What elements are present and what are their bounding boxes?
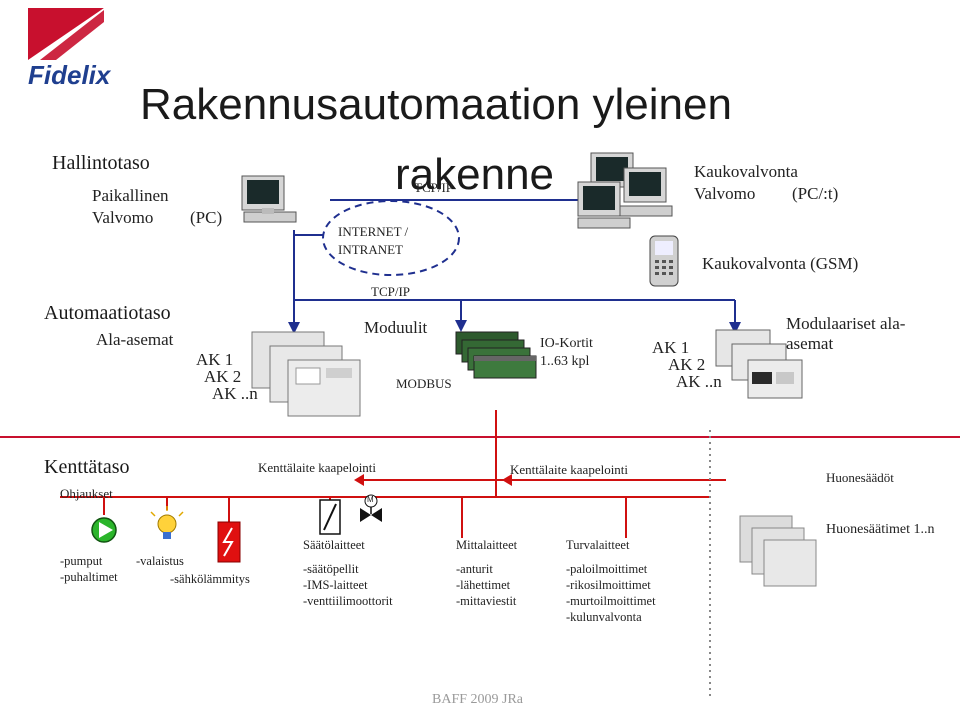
modules-label: Moduulit <box>364 318 428 337</box>
ak-left-n: AK ..n <box>212 384 258 403</box>
ak-right-1: AK 1 <box>652 338 690 357</box>
light-bulb-icon <box>150 506 184 539</box>
modular-substations-label-2: asemat <box>786 334 834 353</box>
io-count-label: 1..63 kpl <box>540 354 590 369</box>
level-field: Kenttätaso <box>44 456 130 478</box>
remote-station-label: Valvomo <box>694 184 756 203</box>
heater-icon <box>217 521 241 563</box>
lighting-label: -valaistus <box>136 554 184 568</box>
remote-pc-label: (PC/:t) <box>792 184 839 203</box>
page-title: Rakennusautomaation yleinen <box>140 80 732 129</box>
measuring-devices-item: -lähettimet <box>456 578 511 592</box>
control-devices-title: Säätölaitteet <box>303 538 365 552</box>
control-devices-item: -venttiilimoottorit <box>303 594 393 608</box>
security-devices-item: -paloilmoittimet <box>566 562 648 576</box>
security-devices-item: -kulunvalvonta <box>566 610 642 624</box>
heating-label: -sähkölämmitys <box>170 572 250 586</box>
room-controllers-label: Huonesäätimet 1..n <box>826 522 935 537</box>
local-station-label: Paikallinen <box>92 186 169 205</box>
internet-label: INTERNET / <box>338 224 409 239</box>
controller-icon <box>251 331 361 417</box>
local-pc-label: (PC) <box>190 208 223 227</box>
security-devices-title: Turvalaitteet <box>566 538 630 552</box>
logo-text: Fidelix <box>28 60 111 90</box>
control-devices-item: -säätöpellit <box>303 562 359 576</box>
controller-icon <box>715 329 803 399</box>
measuring-devices-title: Mittalaitteet <box>456 538 518 552</box>
pumps-label: -pumput <box>60 554 103 568</box>
modbus-label: MODBUS <box>396 376 452 391</box>
pump-icon <box>91 517 117 543</box>
fidelix-logo <box>28 8 104 60</box>
tcpip-top-label: TCP/IP <box>414 180 454 195</box>
ak-left-1: AK 1 <box>196 350 234 369</box>
motor-valve-icon <box>360 494 382 522</box>
mobile-phone-icon <box>649 235 679 287</box>
local-station-label-2: Valvomo <box>92 208 154 227</box>
measuring-devices-item: -anturit <box>456 562 493 576</box>
tcpip-mid-label: TCP/IP <box>371 284 411 299</box>
gsm-label: Kaukovalvonta (GSM) <box>702 254 859 273</box>
modular-substations-label: Modulaariset ala- <box>786 314 906 333</box>
page-title-line2: rakenne <box>395 150 555 199</box>
measuring-devices-item: -mittaviestit <box>456 594 517 608</box>
ak-left-2: AK 2 <box>204 367 242 386</box>
footer-credit: BAFF 2009 JRa <box>432 692 524 707</box>
security-devices-item: -murtoilmoittimet <box>566 594 656 608</box>
level-management: Hallintotaso <box>52 152 150 174</box>
io-cards-label: IO-Kortit <box>540 336 593 351</box>
actuator-icon <box>319 499 341 535</box>
field-cabling-lines <box>60 410 726 700</box>
substations-label: Ala-asemat <box>96 330 174 349</box>
io-card-icon <box>455 331 537 379</box>
computer-icon <box>577 152 673 229</box>
ak-right-2: AK 2 <box>668 355 706 374</box>
room-controller-icon <box>739 515 817 587</box>
level-automation: Automaatiotaso <box>44 302 171 324</box>
security-devices-item: -rikosilmoittimet <box>566 578 651 592</box>
ak-right-n: AK ..n <box>676 372 722 391</box>
motor-label: M <box>367 495 374 504</box>
computer-icon <box>241 175 297 223</box>
control-devices-item: -IMS-laitteet <box>303 578 368 592</box>
fans-label: -puhaltimet <box>60 570 118 584</box>
cabling-label-right: Kenttälaite kaapelointi <box>510 462 629 477</box>
intranet-label: INTRANET <box>338 242 403 257</box>
room-settings-label: Huonesäädöt <box>826 470 894 485</box>
controls-label: Ohjaukset <box>60 486 113 501</box>
remote-monitoring-label: Kaukovalvonta <box>694 162 798 181</box>
cabling-label-left: Kenttälaite kaapelointi <box>258 460 377 475</box>
